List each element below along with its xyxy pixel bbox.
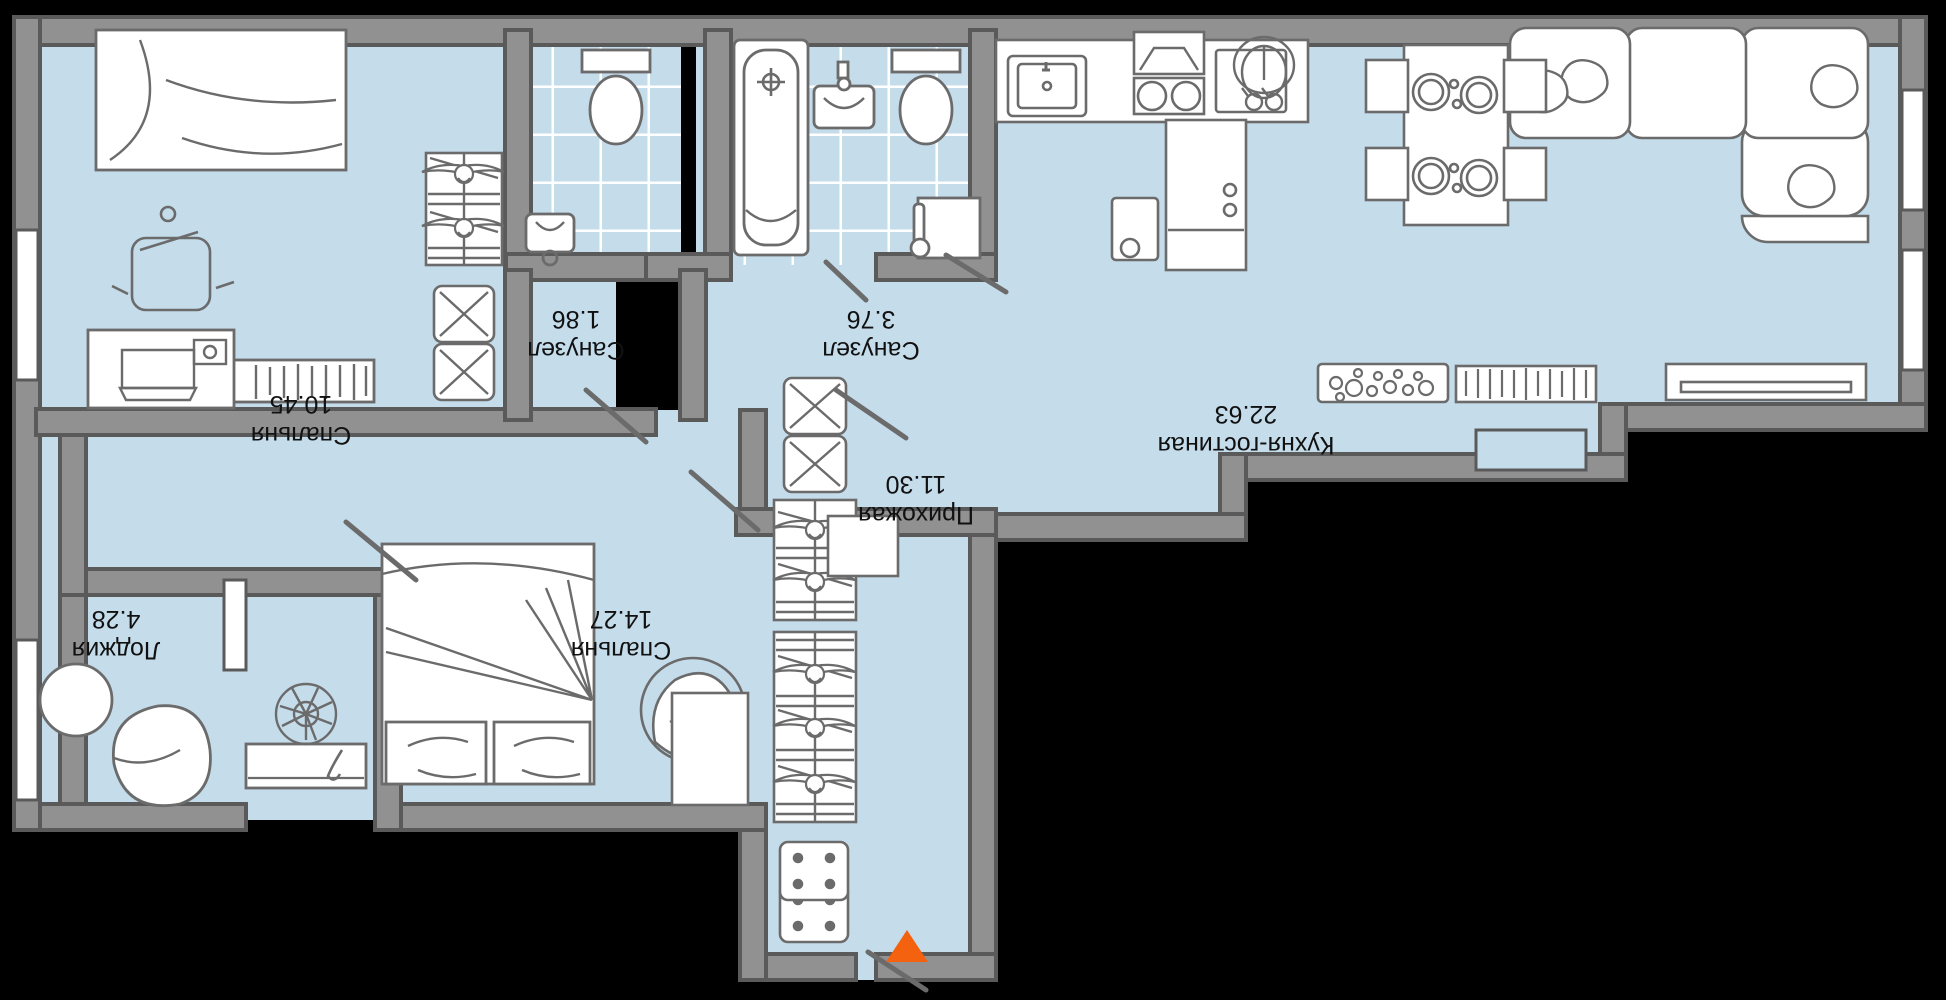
furniture-bedroom-main — [244, 542, 596, 790]
room-label-bedroom-main: Спальня 14.27 — [506, 603, 736, 666]
room-name: Лоджия — [71, 636, 161, 664]
room-label-bathroom-main: Санузел 3.76 — [771, 303, 971, 366]
furniture-hallway — [639, 376, 900, 944]
room-name: Санузел — [822, 336, 920, 364]
room-label-kitchen-living: Кухня-гостиная 22.63 — [1106, 398, 1386, 461]
furniture-kitchen-living — [994, 26, 1870, 404]
furniture-bedroom-second — [86, 28, 376, 410]
room-name: Спальня — [250, 421, 352, 449]
room-name: Спальня — [570, 636, 672, 664]
room-label-loggia: Лоджия 4.28 — [6, 603, 226, 666]
room-label-hallway: Прихожая 11.30 — [801, 468, 1031, 531]
room-area: 14.27 — [589, 604, 653, 633]
furniture-bathroom-guest — [524, 48, 652, 267]
room-label-bathroom-guest: Санузел 1.86 — [476, 303, 676, 366]
room-name: Санузел — [527, 336, 625, 364]
room-area: 1.86 — [551, 304, 601, 333]
room-label-bedroom-second: Спальня 10.45 — [186, 388, 416, 451]
door-swings — [343, 252, 1009, 993]
windows — [14, 88, 1926, 802]
room-name: Прихожая — [858, 501, 974, 529]
furniture-closet-right — [420, 151, 506, 402]
room-area: 11.30 — [885, 469, 947, 498]
room-area: 4.28 — [91, 604, 141, 633]
room-area: 3.76 — [846, 304, 896, 333]
room-name: Кухня-гостиная — [1157, 431, 1335, 459]
furniture-loggia — [38, 662, 212, 807]
room-area: 22.63 — [1214, 399, 1278, 428]
entrance-arrow-icon — [886, 930, 928, 962]
furniture-bathroom-main — [732, 38, 982, 260]
room-area: 10.45 — [269, 389, 333, 418]
